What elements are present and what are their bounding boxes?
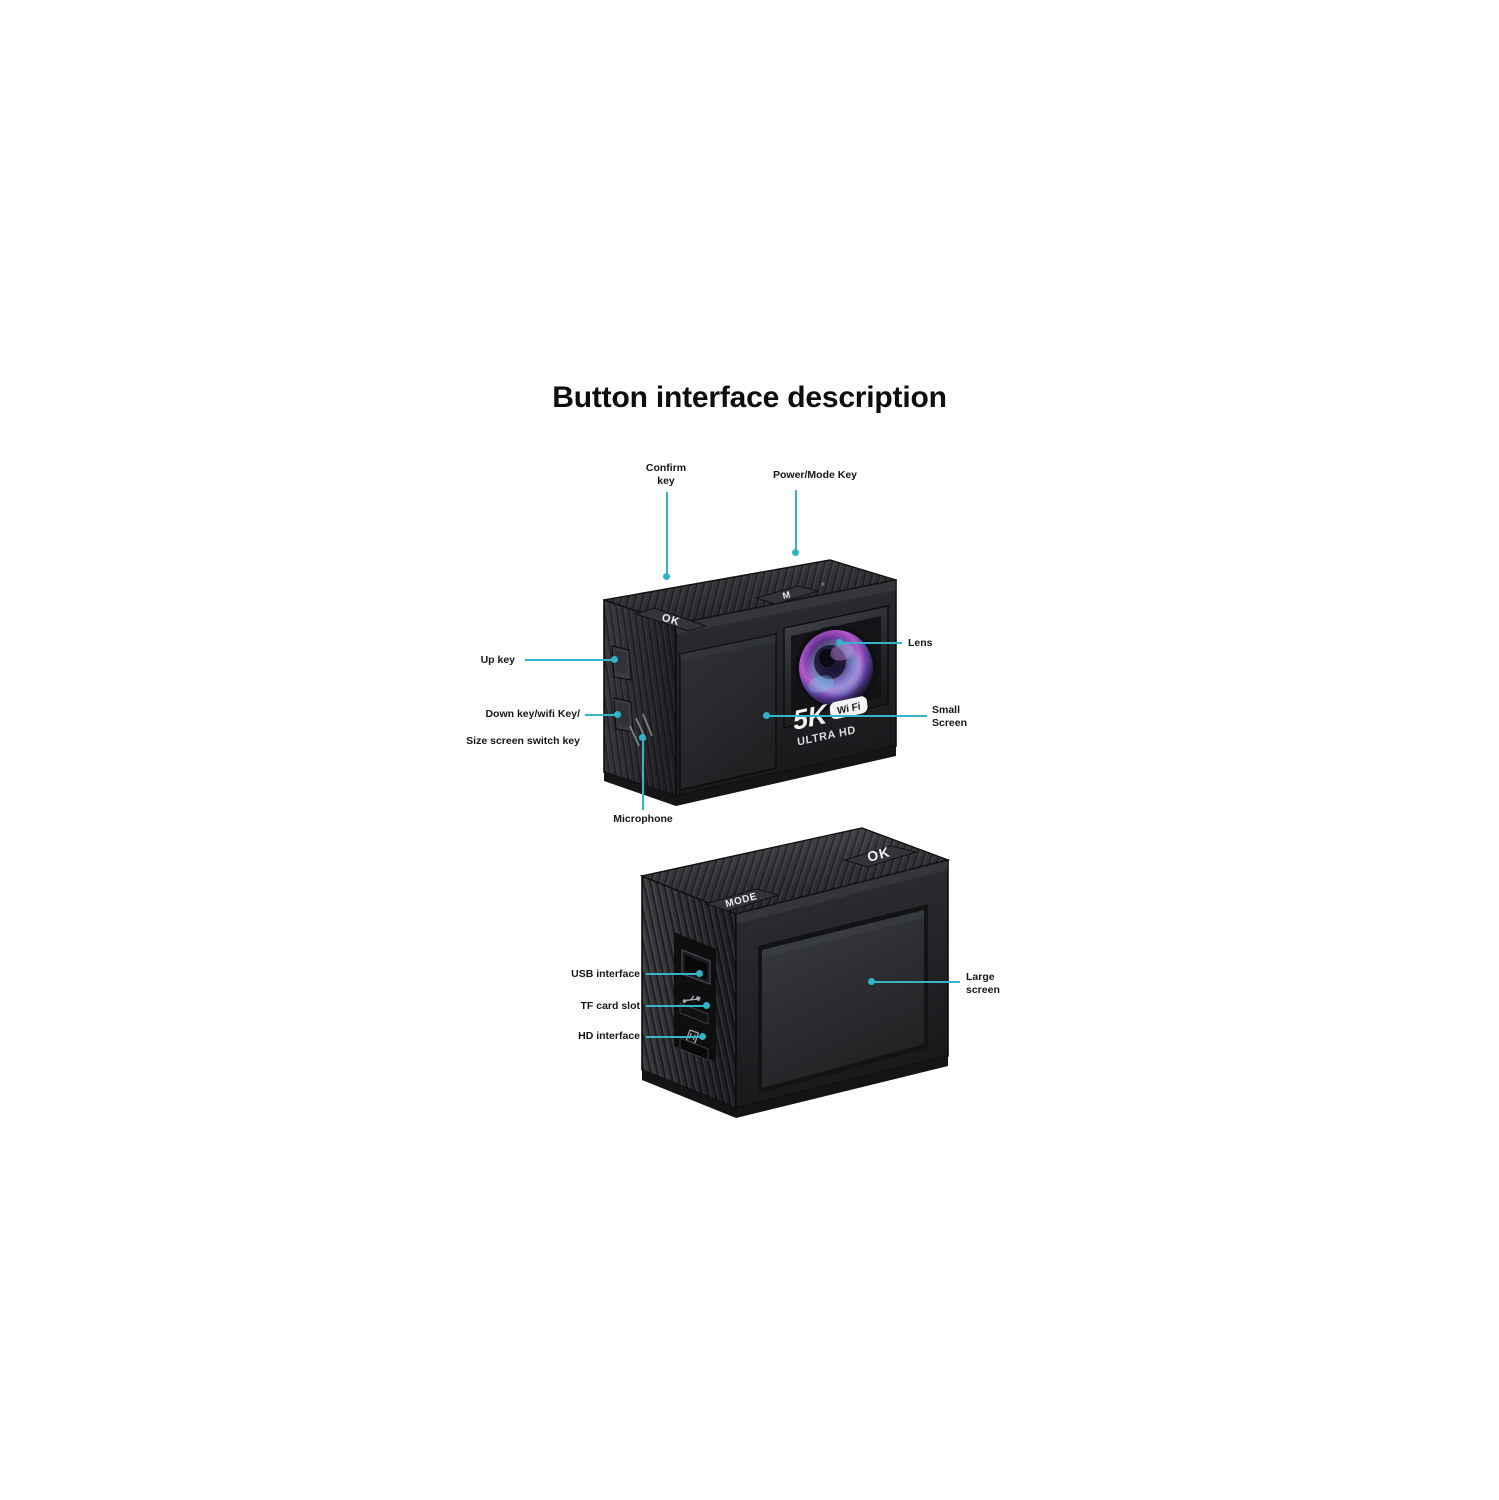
brand-mark-group: 5K Wi Fi ULTRA HD — [791, 696, 868, 749]
callout-down-wifi-key: Down key/wifi Key/ — [485, 708, 580, 720]
svg-text:OK: OK — [865, 843, 892, 865]
ok-button-rear[interactable]: OK — [842, 843, 918, 868]
lens — [795, 626, 877, 710]
dot-tf-card-slot — [703, 1002, 710, 1009]
callout-power-mode-key: Power/Mode Key — [772, 469, 858, 481]
svg-text:M: M — [782, 589, 792, 600]
dot-power-mode-key — [792, 549, 799, 556]
camera-front-view: OK M — [580, 528, 897, 806]
up-key[interactable] — [611, 645, 632, 681]
callout-confirm-key: Confirm key — [645, 462, 687, 487]
leader-confirm-key — [666, 492, 668, 577]
port-recess — [674, 932, 716, 1062]
leader-large-screen — [872, 981, 960, 983]
power-mode-button-front[interactable]: M — [754, 585, 820, 605]
dot-large-screen — [868, 978, 875, 985]
svg-text:Wi Fi: Wi Fi — [837, 701, 862, 717]
callout-size-screen-switch-key: Size screen switch key — [466, 735, 580, 747]
dot-lens — [836, 639, 843, 646]
leader-microphone — [642, 738, 644, 810]
page-title: Button interface description — [552, 381, 947, 414]
usb-icon — [682, 995, 701, 1003]
leader-tf-card-slot — [646, 1005, 706, 1007]
dot-down-wifi-key — [614, 711, 621, 718]
callout-hd-interface: HD interface — [578, 1030, 640, 1042]
leader-small-screen — [767, 715, 927, 717]
dot-usb-interface — [696, 970, 703, 977]
callout-lens: Lens — [908, 637, 933, 649]
dot-small-screen — [763, 712, 770, 719]
wifi-badge: Wi Fi — [829, 696, 868, 719]
callout-large-screen: Large screen — [966, 971, 1000, 996]
svg-text:OK: OK — [660, 612, 681, 629]
large-screen — [758, 904, 928, 1094]
down-wifi-key[interactable] — [613, 697, 634, 733]
small-screen-panel — [580, 528, 581, 529]
leader-down-wifi-key — [585, 714, 618, 716]
dot-hd-interface — [699, 1033, 706, 1040]
leader-power-mode-key — [795, 490, 797, 552]
callout-tf-card-slot: TF card slot — [580, 1000, 640, 1012]
callout-small-screen: Small Screen — [932, 704, 968, 729]
callout-up-key: Up key — [480, 654, 515, 666]
ok-button-front[interactable]: OK — [634, 607, 708, 632]
status-led-front — [821, 582, 825, 586]
dot-microphone — [639, 734, 646, 741]
dot-up-key — [611, 656, 618, 663]
leader-usb-interface — [646, 973, 699, 975]
leader-hd-interface — [646, 1036, 702, 1038]
callout-microphone: Microphone — [613, 813, 673, 825]
brand-5k-text: 5K — [791, 697, 830, 736]
camera-rear-view: MODE OK — [639, 827, 951, 1118]
leader-up-key — [525, 659, 615, 661]
dot-confirm-key — [663, 573, 670, 580]
leader-lens — [840, 642, 902, 644]
callout-usb-interface: USB interface — [571, 968, 640, 980]
